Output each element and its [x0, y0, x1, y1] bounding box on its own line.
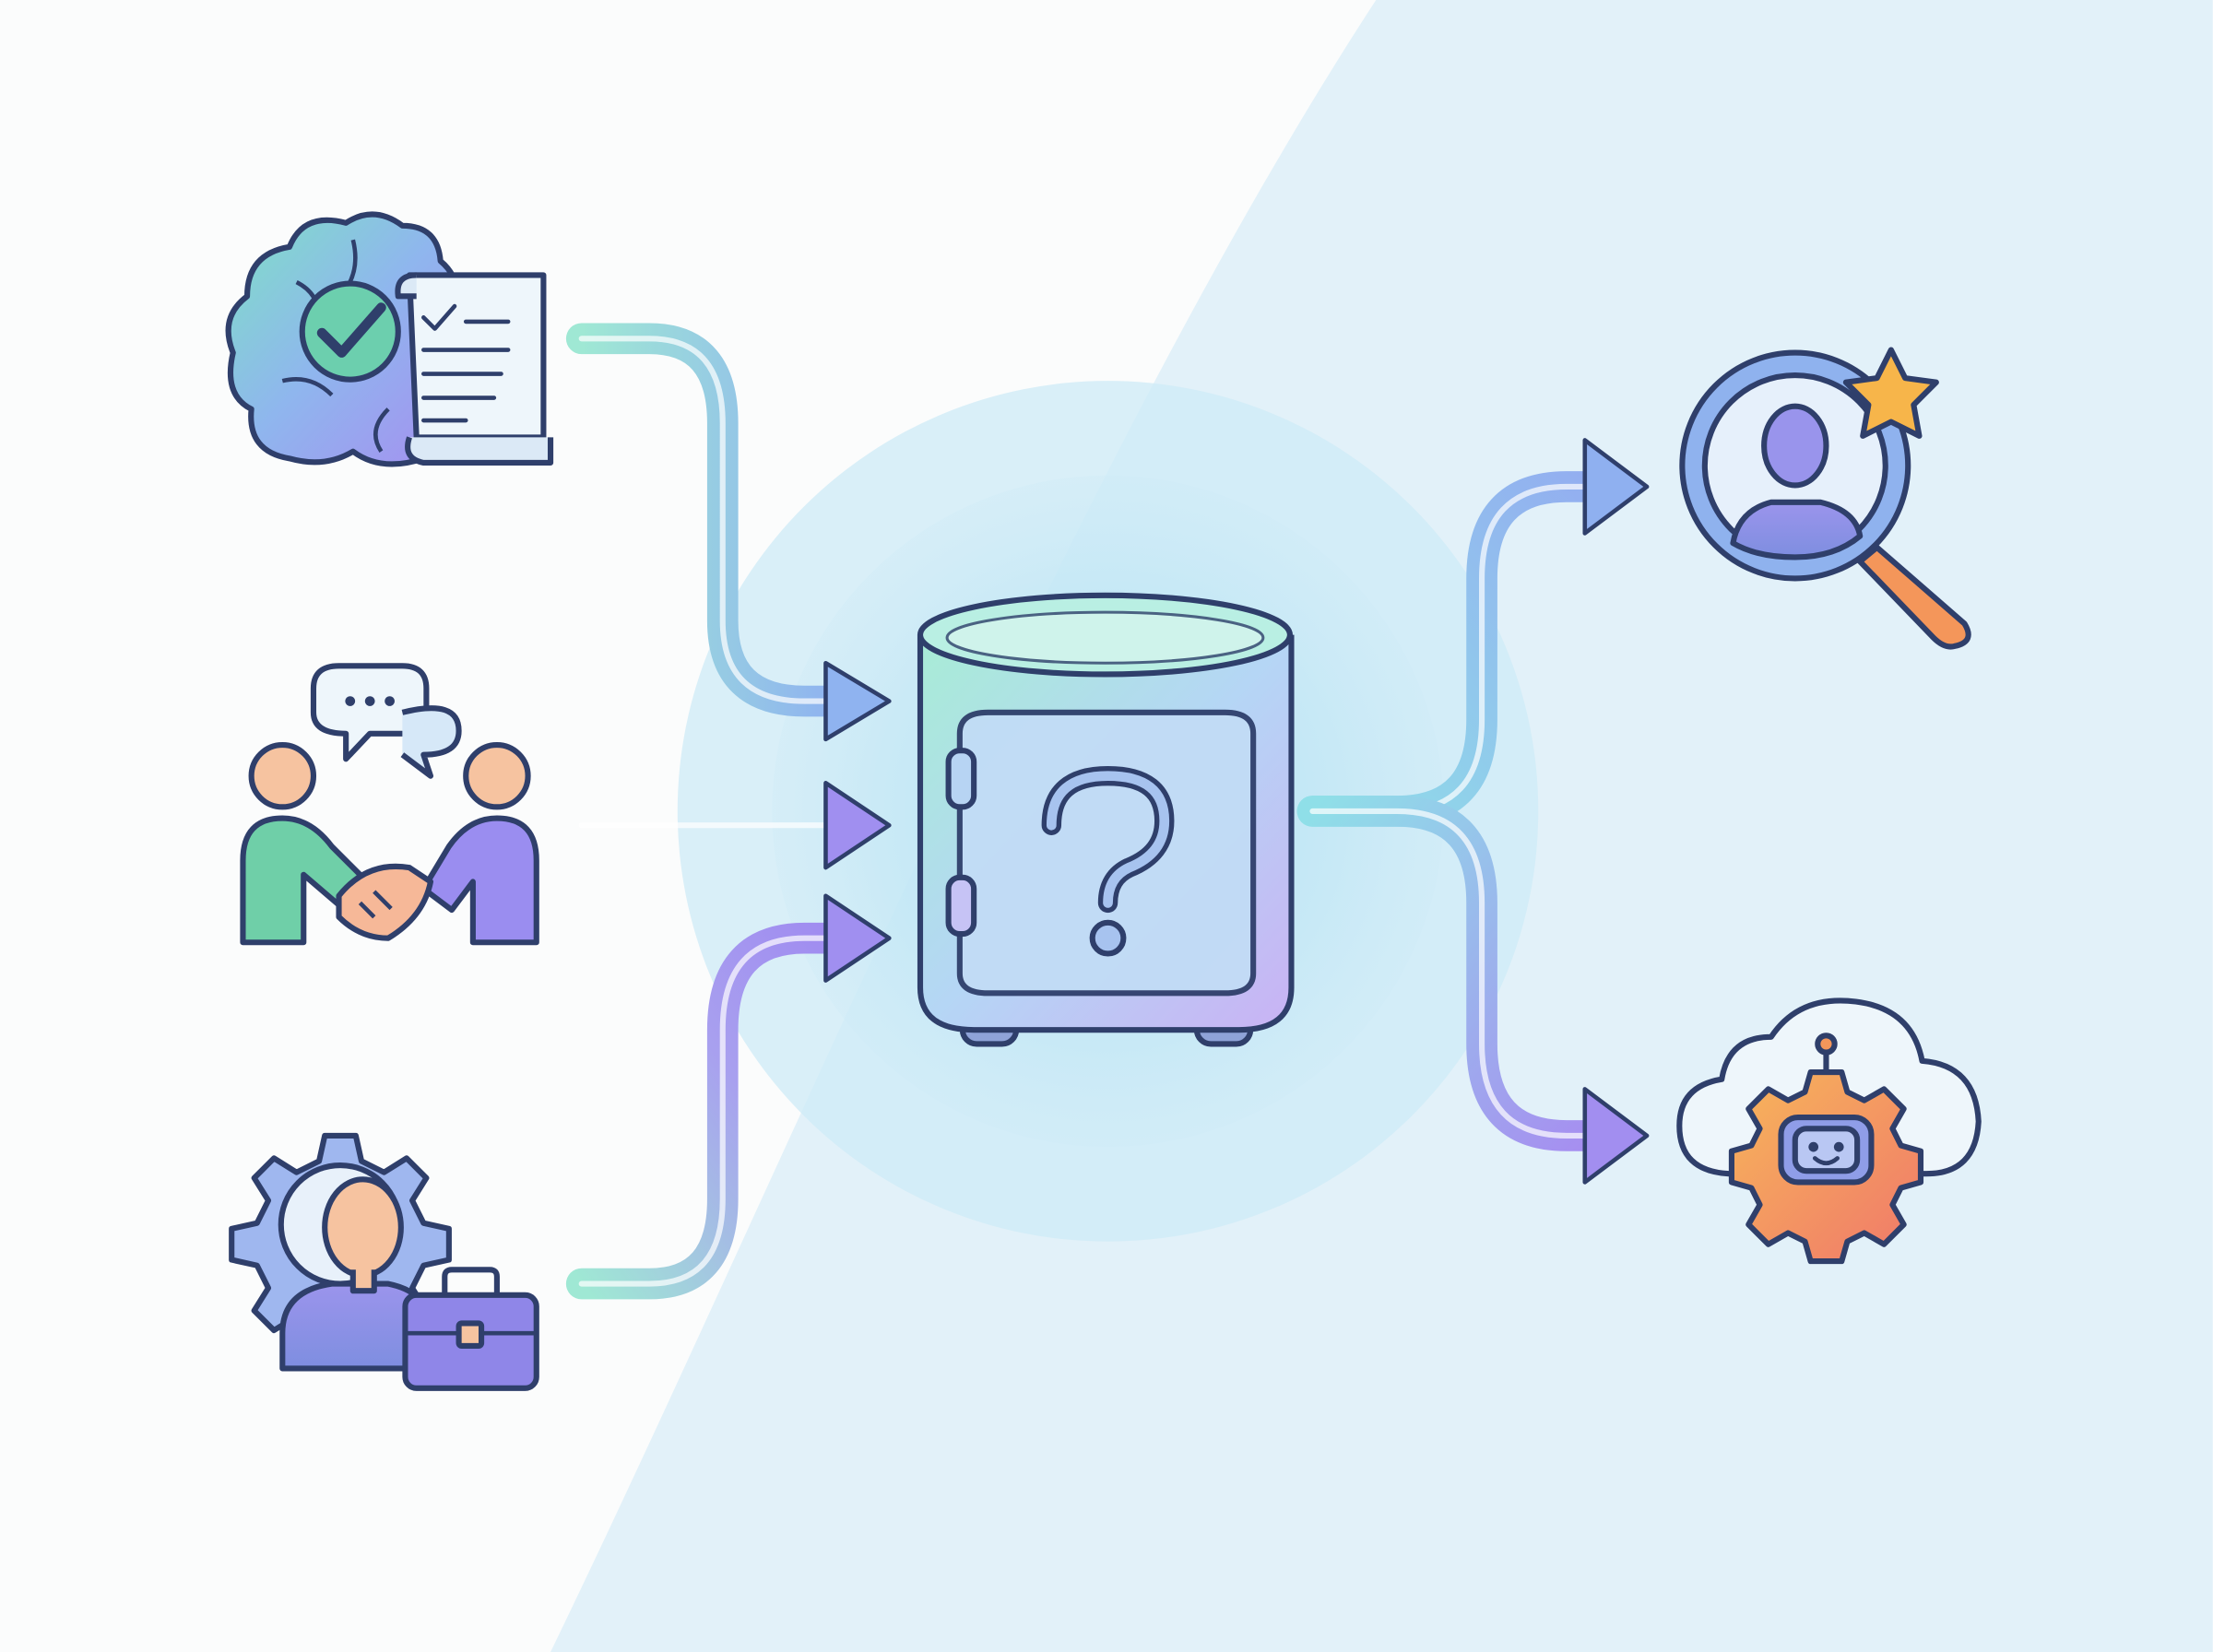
input-arrows [565, 323, 848, 1300]
people-handshake-chat-icon [240, 663, 539, 946]
cloud-robot-gear-icon [1676, 997, 1982, 1265]
person-gear-briefcase-icon [229, 1132, 539, 1391]
arrowhead-top [823, 660, 892, 742]
arrowheads-output [1582, 438, 1650, 1185]
arrowhead-output-bottom [1582, 1087, 1650, 1185]
arrowhead-bottom [823, 893, 892, 983]
database-safe-question-icon [917, 592, 1295, 1047]
output-arrows [1296, 471, 1611, 1151]
brain-checklist-document-icon [225, 211, 554, 467]
arrowheads-input [823, 660, 892, 983]
arrowhead-middle [823, 781, 892, 870]
arrowhead-output-top [1582, 438, 1650, 536]
magnifier-person-star-icon [1679, 347, 1971, 650]
